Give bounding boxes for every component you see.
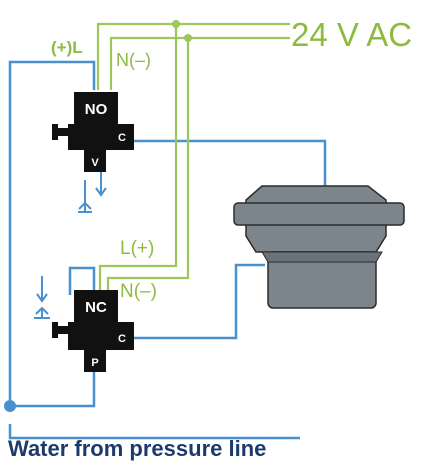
electric-wires <box>96 22 290 290</box>
no-valve: NO C V <box>52 92 134 172</box>
actuator-neck <box>261 251 383 263</box>
nc-valve: NC C P <box>52 290 134 372</box>
water-lines <box>8 60 327 440</box>
pressure-supply-line <box>8 60 96 406</box>
power-line-upper <box>96 22 290 90</box>
nc-valve-handle <box>52 322 58 338</box>
no-valve-neck <box>58 128 70 136</box>
nc-line-wire <box>98 24 178 290</box>
power-line-lower <box>109 36 290 90</box>
nc-to-actuator-line <box>132 263 265 340</box>
power-label: 24 V AC <box>291 16 412 53</box>
no-port-c-box <box>112 128 132 144</box>
nc-pressure-line <box>10 368 96 408</box>
no-vent-box <box>84 150 106 172</box>
bottom-neutral-label: N(–) <box>120 281 157 302</box>
water-junction-dot <box>4 400 16 412</box>
no-vent-label: V <box>91 157 99 169</box>
nc-solenoid-body <box>74 290 118 322</box>
nc-pressure-box <box>84 350 106 372</box>
top-neutral-label: N(–) <box>116 50 151 70</box>
nc-neutral-wire <box>106 38 190 290</box>
nc-vent-arrow-icon <box>34 276 50 319</box>
nc-pressure-label: P <box>91 357 98 369</box>
actuator-flange <box>233 202 405 226</box>
hydraulic-actuator <box>233 185 405 309</box>
nc-port-c-label: C <box>118 333 126 345</box>
no-exhaust-arrow-icon <box>78 172 107 213</box>
nc-valve-neck <box>58 326 70 334</box>
nc-port-c-box <box>112 328 132 346</box>
no-valve-label: NO <box>85 101 108 118</box>
no-solenoid-body <box>74 92 118 124</box>
nc-vent-line <box>68 266 96 295</box>
pressure-line-caption: Water from pressure line <box>8 436 267 461</box>
no-port-c-label: C <box>118 132 126 144</box>
wire-junction-dot-1 <box>172 20 180 28</box>
footer-underline <box>8 424 300 440</box>
nc-valve-label: NC <box>85 299 107 316</box>
bottom-line-label: L(+) <box>120 238 154 259</box>
top-line-label: (+)L <box>51 38 83 57</box>
wire-junction-dot-2 <box>184 34 192 42</box>
no-to-actuator-line <box>132 139 327 186</box>
no-valve-handle <box>52 124 58 140</box>
